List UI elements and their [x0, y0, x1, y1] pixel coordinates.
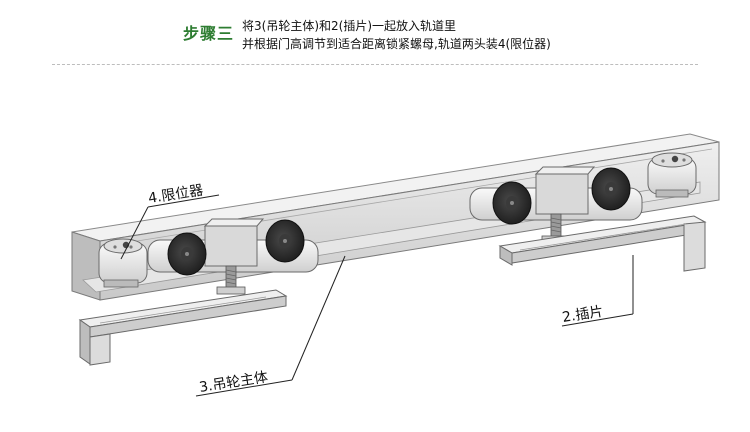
insert-callout-underline — [561, 313, 634, 327]
stopper-label: 4.限位器 — [147, 182, 204, 206]
dashed-divider — [52, 64, 698, 65]
callout-lines — [120, 194, 634, 397]
right-insert-plate — [498, 215, 707, 272]
hanger-callout-leader — [291, 255, 346, 381]
hanger-body-label: 3.吊轮主体 — [198, 369, 269, 396]
left-hanger-wheel-body — [147, 218, 319, 295]
right-hanger-wheel-body — [469, 166, 643, 244]
hanger-callout-underline — [195, 379, 293, 397]
insert-plate-label: 2.插片 — [561, 304, 604, 326]
left-insert-plate — [78, 289, 288, 366]
stopper-callout-underline — [147, 194, 220, 208]
stopper-callout-leader — [120, 206, 149, 260]
track-assembly-diagram: 4.限位器 3.吊轮主体 2.插片 — [71, 133, 720, 397]
instruction-line-1: 将3(吊轮主体)和2(插片)一起放入轨道里 — [242, 19, 456, 33]
instruction-line-2: 并根据门高调节到适合距离锁紧螺母,轨道两头装4(限位器) — [242, 37, 551, 51]
step-title: 步骤三 — [183, 24, 235, 43]
right-stopper — [647, 152, 697, 198]
instruction-header: 步骤三 将3(吊轮主体)和2(插片)一起放入轨道里 并根据门高调节到适合距离锁紧… — [0, 0, 750, 70]
left-stopper — [98, 238, 148, 288]
